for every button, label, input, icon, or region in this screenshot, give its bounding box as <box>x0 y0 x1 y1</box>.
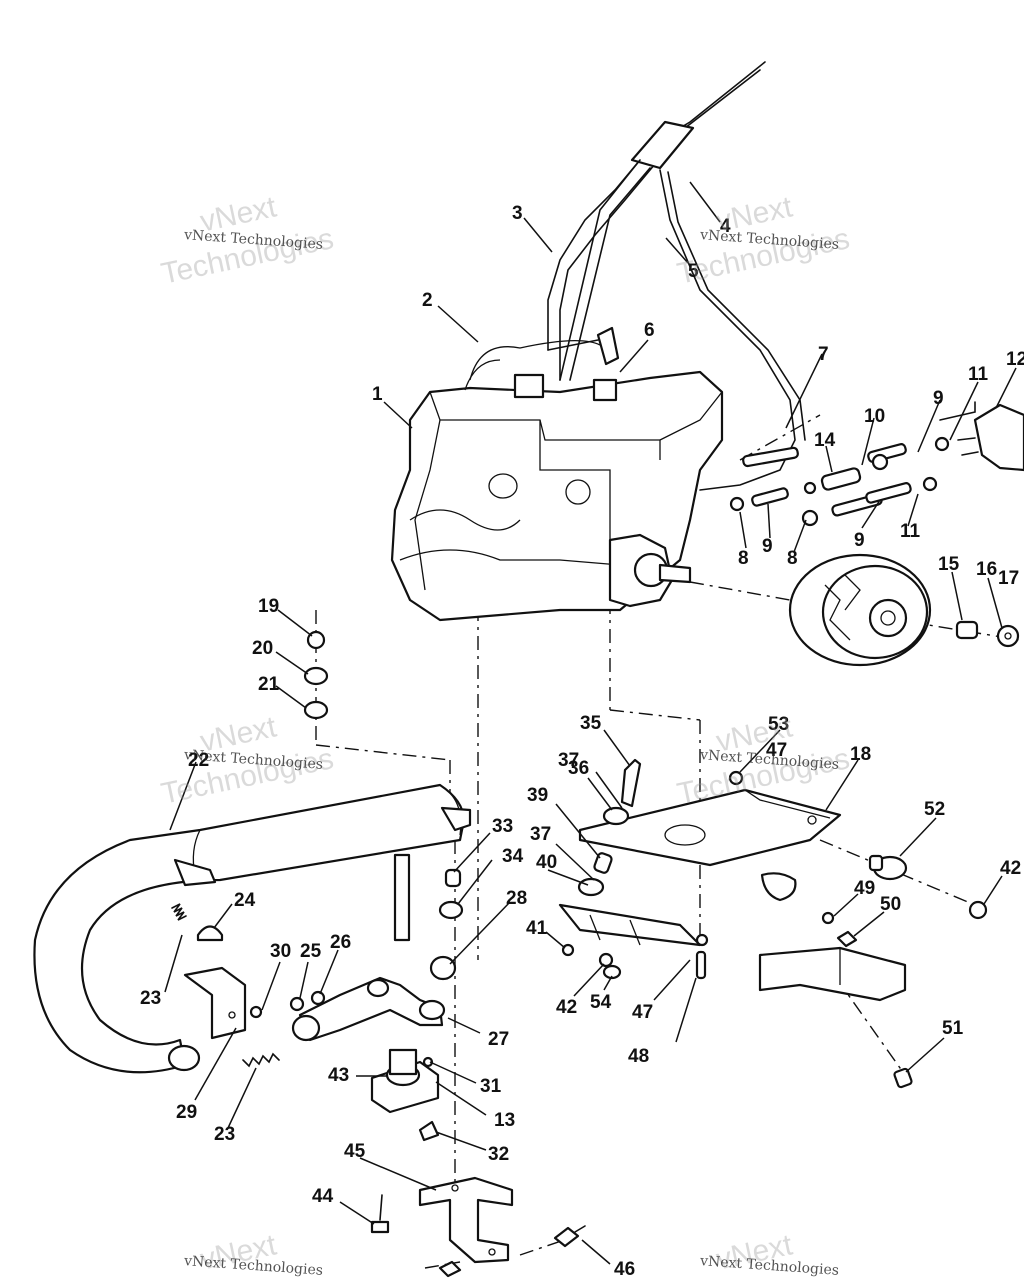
flywheel-hardware <box>955 620 1020 648</box>
callout-49: 49 <box>854 878 875 899</box>
callout-36: 36 <box>568 758 589 779</box>
callout-11-b: 11 <box>900 521 921 542</box>
callout-47-b: 47 <box>632 1002 653 1023</box>
callout-16: 16 <box>976 559 997 580</box>
springs <box>171 903 280 1068</box>
leader-lines <box>164 181 1017 1265</box>
callout-23-a: 23 <box>140 988 161 1009</box>
muffler <box>33 783 472 1074</box>
callout-33: 33 <box>492 816 513 837</box>
callout-26: 26 <box>330 932 351 953</box>
throttle-cables <box>547 61 806 491</box>
callout-37-a: 37 <box>558 750 579 771</box>
plate-hardware <box>561 758 988 1089</box>
callout-47-a: 47 <box>766 740 787 761</box>
callout-12: 12 <box>1006 349 1024 370</box>
callout-31: 31 <box>480 1076 502 1097</box>
callout-46: 46 <box>614 1259 635 1280</box>
callout-42-a: 42 <box>556 997 577 1018</box>
callout-32: 32 <box>488 1144 509 1165</box>
callout-52: 52 <box>924 799 945 820</box>
muffler-hardware <box>196 630 464 1019</box>
callout-50: 50 <box>880 894 901 915</box>
callout-41: 41 <box>526 918 548 939</box>
callout-37-b: 37 <box>530 824 551 845</box>
callout-29: 29 <box>176 1102 197 1123</box>
flywheel-assembly <box>788 553 932 667</box>
callout-9-a: 9 <box>762 536 773 557</box>
callout-27: 27 <box>488 1029 509 1050</box>
callout-7: 7 <box>818 344 829 365</box>
callout-21: 21 <box>258 674 280 695</box>
callout-44: 44 <box>312 1186 334 1207</box>
callout-24: 24 <box>234 890 256 911</box>
callout-19: 19 <box>258 596 279 617</box>
callout-28: 28 <box>506 888 527 909</box>
callout-1: 1 <box>372 384 383 405</box>
callout-10: 10 <box>864 406 885 427</box>
callout-30: 30 <box>270 941 291 962</box>
engine-mount-plate <box>558 788 907 1002</box>
callout-42-b: 42 <box>1000 858 1021 879</box>
callout-40: 40 <box>536 852 557 873</box>
lower-bracket <box>418 1176 514 1264</box>
callout-43: 43 <box>328 1065 349 1086</box>
callout-numbers: 1 2 3 4 5 6 7 8 8 9 9 9 10 11 11 12 13 1… <box>140 203 1024 1280</box>
callout-17: 17 <box>998 568 1019 589</box>
callout-2: 2 <box>422 290 433 311</box>
callout-20: 20 <box>252 638 273 659</box>
callout-9-c: 9 <box>933 388 944 409</box>
callout-8-a: 8 <box>738 548 749 569</box>
callout-13: 13 <box>494 1110 515 1131</box>
callout-53: 53 <box>768 714 789 735</box>
callout-22: 22 <box>188 750 209 771</box>
exhaust-flange <box>370 1048 440 1142</box>
callout-11-a: 11 <box>968 364 989 385</box>
callout-14: 14 <box>814 430 836 451</box>
engine-block <box>390 326 724 622</box>
callout-8-b: 8 <box>787 548 798 569</box>
callout-23-b: 23 <box>214 1124 235 1145</box>
callout-3: 3 <box>512 203 523 224</box>
callout-54: 54 <box>590 992 612 1013</box>
callout-48: 48 <box>628 1046 649 1067</box>
callout-34: 34 <box>502 846 524 867</box>
callout-15: 15 <box>938 554 960 575</box>
muffler-bracket <box>183 966 247 1040</box>
bolts-lower <box>370 1194 586 1278</box>
callout-51: 51 <box>942 1018 964 1039</box>
callout-39: 39 <box>527 785 548 806</box>
callout-18: 18 <box>850 744 871 765</box>
fuel-line-group <box>729 401 1024 527</box>
callout-6: 6 <box>644 320 655 341</box>
callout-35: 35 <box>580 713 602 734</box>
callout-4: 4 <box>720 216 731 237</box>
callout-45: 45 <box>344 1141 366 1162</box>
callout-9-b: 9 <box>854 530 865 551</box>
callout-5: 5 <box>688 261 699 282</box>
callout-25: 25 <box>300 941 322 962</box>
exhaust-manifold <box>291 976 446 1042</box>
